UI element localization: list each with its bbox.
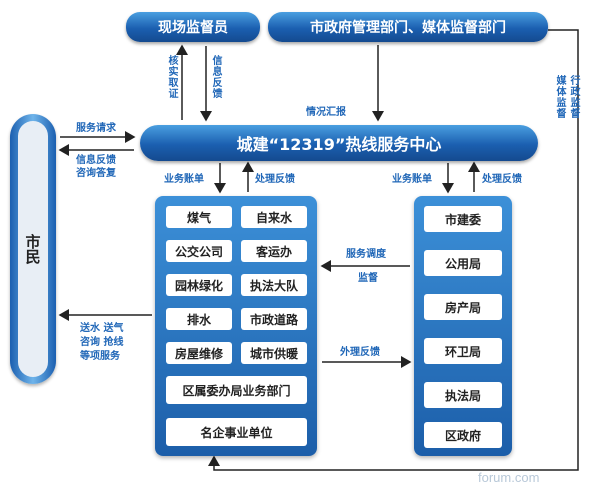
unit-enforcement: 执法大队: [241, 274, 307, 296]
bureau-housing: 房产局: [424, 294, 502, 320]
unit-roads: 市政道路: [241, 308, 307, 330]
unit-enterprises: 名企事业单位: [166, 418, 307, 446]
hotline-center-label: 城建“12319”热线服务中心: [236, 135, 442, 154]
label-report: 情况汇报: [306, 107, 346, 118]
watermark-text: forum.com: [478, 470, 540, 485]
label-handle-feedback-right: 处理反馈: [482, 174, 522, 185]
label-services-3: 等项服务: [80, 351, 120, 362]
arrow-supervision-loop: [208, 29, 579, 471]
gov-label: 市政府管理部门、媒体监督部门: [310, 20, 506, 36]
label-biz-bill-right: 业务账单: [392, 174, 432, 185]
label-dispatch-1: 服务调度: [346, 249, 386, 260]
unit-heating: 城市供暖: [241, 342, 307, 364]
unit-gas: 煤气: [166, 206, 232, 228]
label-admin: 行政监督: [570, 76, 581, 120]
bureau-sanitation: 环卫局: [424, 338, 502, 364]
gov-box: 市政府管理部门、媒体监督部门: [268, 12, 548, 42]
bureau-construction: 市建委: [424, 206, 502, 232]
label-verify: 核实取证: [168, 56, 179, 100]
unit-district-departments: 区属委办局业务部门: [166, 376, 307, 404]
label-dispatch-2: 监督: [358, 273, 378, 284]
label-handle-feedback-left: 处理反馈: [255, 174, 295, 185]
supervisor-label: 现场监督员: [158, 20, 228, 36]
supervisor-box: 现场监督员: [126, 12, 260, 42]
watermark: forum.com: [478, 470, 539, 485]
unit-water: 自来水: [241, 206, 307, 228]
label-services-1: 送水 送气: [80, 323, 124, 334]
label-biz-bill-left: 业务账单: [164, 174, 204, 185]
bureau-district-gov: 区政府: [424, 422, 502, 448]
unit-housing-repair: 房屋维修: [166, 342, 232, 364]
bureau-utilities: 公用局: [424, 250, 502, 276]
unit-bus: 公交公司: [166, 240, 232, 262]
citizen-label: 市民: [23, 234, 42, 264]
bureau-enforcement: 执法局: [424, 382, 502, 408]
unit-passenger: 客运办: [241, 240, 307, 262]
bureaus-panel: [414, 196, 512, 456]
label-feedback-info: 信息反馈: [212, 56, 223, 100]
unit-drainage: 排水: [166, 308, 232, 330]
citizen-inner: 市民: [18, 121, 48, 377]
unit-landscape: 园林绿化: [166, 274, 232, 296]
label-info-feedback-2: 咨询答复: [76, 168, 116, 179]
label-media: 媒体监督: [556, 76, 567, 120]
hotline-center-box: 城建“12319”热线服务中心: [140, 125, 538, 161]
label-info-feedback-1: 信息反馈: [76, 155, 116, 166]
citizen-box: 市民: [10, 114, 56, 384]
label-external-feedback: 外理反馈: [340, 347, 380, 358]
label-services-2: 咨询 抢线: [80, 337, 124, 348]
label-service-request: 服务请求: [76, 123, 116, 134]
